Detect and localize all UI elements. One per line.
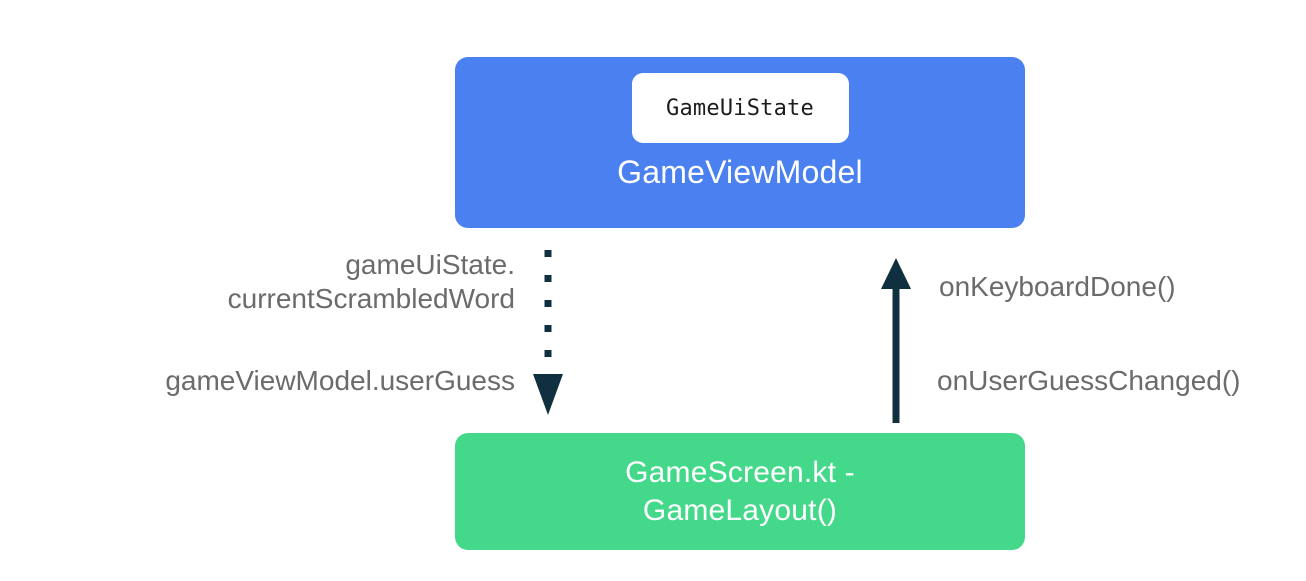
dotted-down-arrow-icon	[533, 250, 563, 415]
solid-up-arrow-icon	[881, 258, 911, 423]
edge-label-game-view-model-user-guess: gameViewModel.userGuess	[165, 365, 515, 396]
node-game-screen: GameScreen.kt - GameLayout()	[455, 433, 1025, 550]
node-game-screen-label-line1: GameScreen.kt -	[625, 455, 855, 489]
game-ui-state-pill: GameUiState	[631, 73, 849, 143]
node-game-screen-label-line2: GameLayout()	[642, 493, 838, 527]
node-game-screen-label: GameScreen.kt - GameLayout()	[625, 454, 855, 530]
node-game-view-model: GameUiState GameViewModel	[455, 57, 1025, 228]
edge-label-on-user-guess-changed: onUserGuessChanged()	[937, 365, 1241, 396]
game-ui-state-label: GameUiState	[666, 95, 814, 121]
edge-label-game-ui-state-current-scrambled-word: gameUiState. currentScrambledWord	[227, 249, 515, 314]
edge-label-on-keyboard-done: onKeyboardDone()	[939, 271, 1176, 302]
node-game-view-model-label: GameViewModel	[617, 154, 863, 190]
